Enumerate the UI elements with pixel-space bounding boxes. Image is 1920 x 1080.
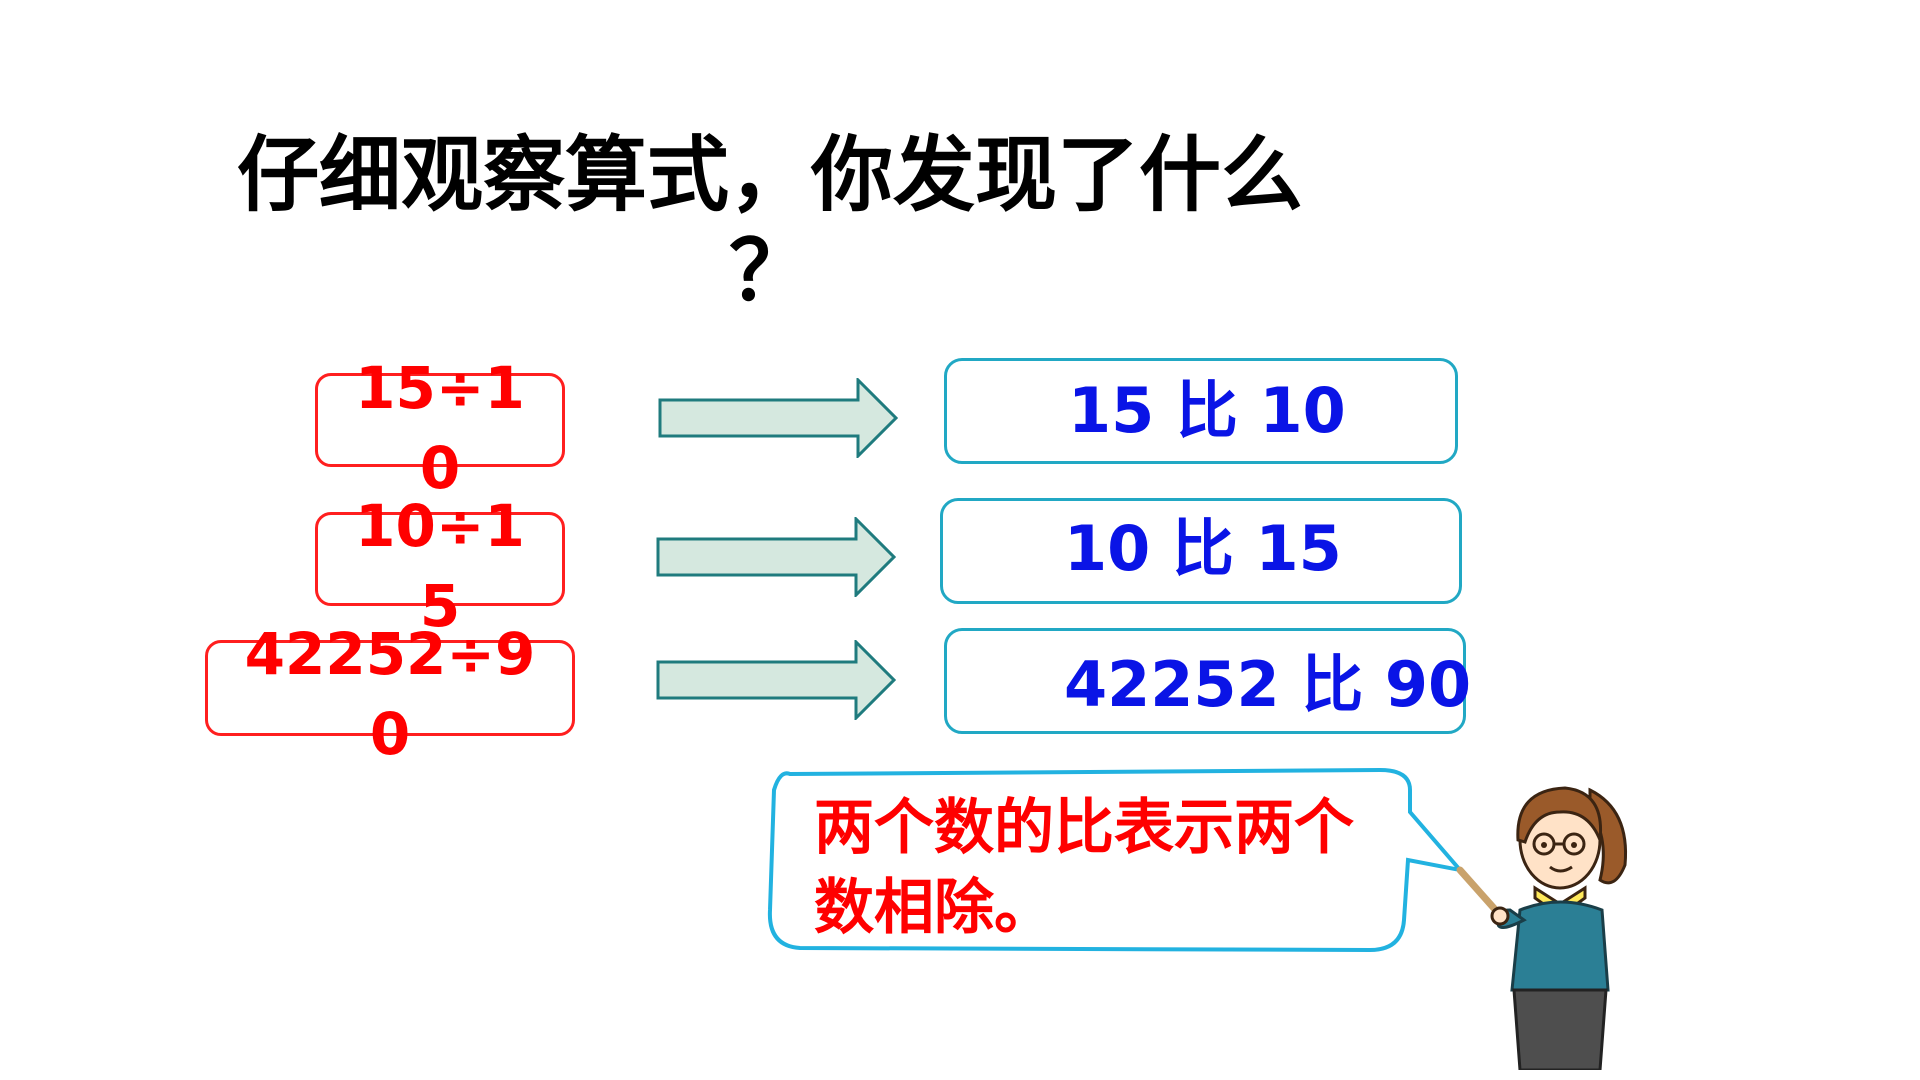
speech-bubble bbox=[767, 767, 1460, 953]
ratio-text-3: 42252 比 90 bbox=[1064, 648, 1472, 721]
expression-box-1 bbox=[315, 373, 565, 467]
bubble-text: 两个数的比表示两个数相除。 bbox=[814, 793, 1354, 943]
arrow-right-icon bbox=[656, 640, 896, 720]
title-line-1: 仔细观察算式，你发现了什么 bbox=[236, 128, 1303, 223]
expression-box-2 bbox=[315, 512, 565, 606]
expression-text-3: 42252÷90 bbox=[244, 620, 536, 768]
ratio-text-2: 10 比 15 bbox=[1064, 512, 1342, 585]
teacher-illustration bbox=[1456, 786, 1628, 1070]
arrow-right-icon bbox=[656, 517, 896, 597]
ratio-box-2 bbox=[940, 498, 1462, 604]
arrow-right-icon bbox=[658, 378, 898, 458]
expression-text-1: 15÷10 bbox=[355, 354, 525, 502]
ratio-text-1: 15 比 10 bbox=[1068, 374, 1346, 447]
ratio-box-3 bbox=[944, 628, 1466, 734]
title-line-2: ？ bbox=[728, 224, 811, 319]
expression-text-2: 10÷15 bbox=[355, 492, 525, 640]
ratio-box-1 bbox=[944, 358, 1458, 464]
expression-box-3 bbox=[205, 640, 575, 736]
slide-title: 仔细观察算式，你发现了什么 ？ bbox=[210, 128, 1330, 320]
